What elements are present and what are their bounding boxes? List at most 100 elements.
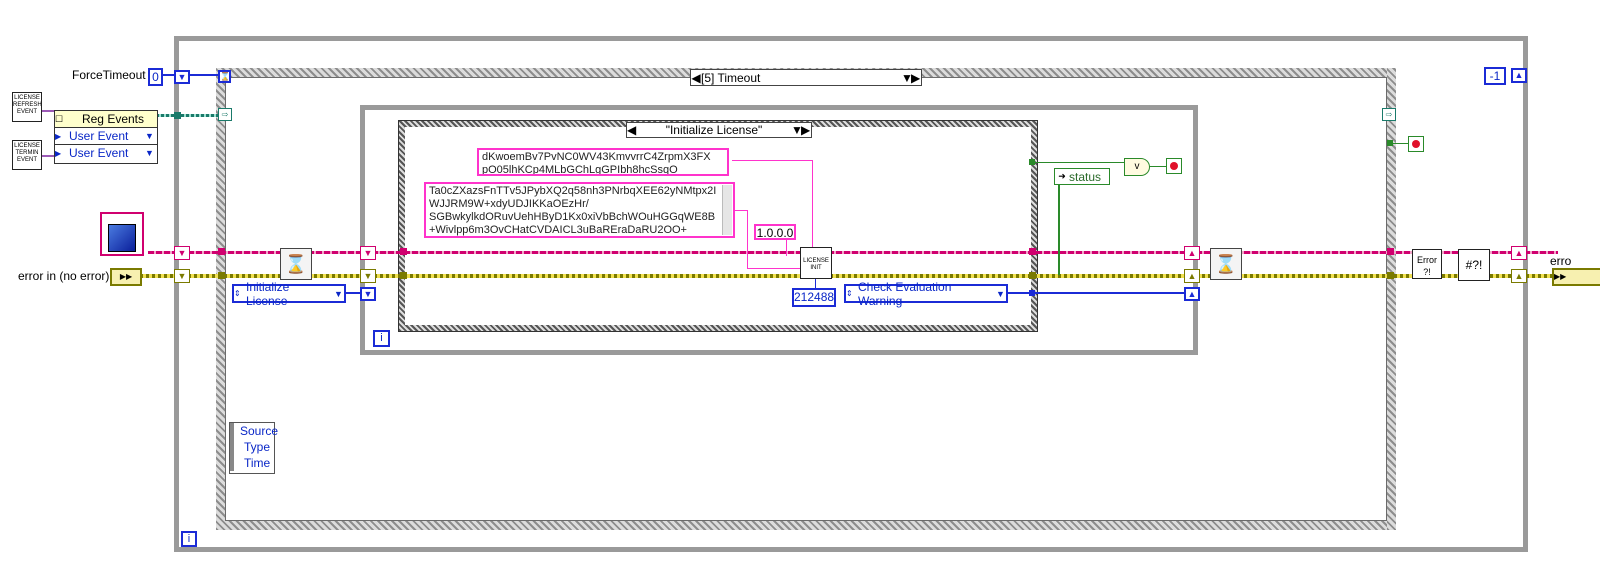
key-string-long-scrollbar[interactable] [722, 185, 732, 235]
force-timeout-label: ForceTimeout [72, 68, 146, 82]
inner-case-selector[interactable]: ◀ "Initialize License" ▼ ▶ [626, 122, 812, 138]
inner-shift-blue-left: ▼ [360, 287, 376, 301]
pink-wire-main [148, 251, 1558, 254]
error-out-indicator: ▶▶ [1552, 268, 1600, 286]
event-reg-terminal-left: ⇨ [218, 108, 232, 121]
stop-wire [1390, 143, 1408, 144]
event-case-selector[interactable]: ◀ [5] Timeout ▼ ▶ [690, 69, 922, 86]
license-init-subvi[interactable]: LICENSE INIT [800, 247, 832, 279]
minus-one-constant[interactable]: -1 [1484, 67, 1506, 85]
shift-register-error-left: ▼ [174, 269, 190, 283]
outer-stop-terminal [1408, 136, 1424, 152]
inner-shift-pink-right: ▲ [1184, 246, 1200, 260]
event-structure-hatch-bottom [216, 521, 1396, 530]
refnum-wire-2 [42, 155, 56, 157]
event-reg-terminal-right: ⇨ [1382, 108, 1396, 121]
key-string-long[interactable]: Ta0cZXazsFnTTv5JPybXQ2q58nh3PNrbqXEE62yN… [424, 182, 735, 238]
inner-loop-iteration-terminal: i [373, 330, 390, 347]
error-in-control[interactable]: ▶▶ [110, 268, 142, 286]
outer-loop-iteration-terminal: i [181, 531, 197, 547]
number-constant[interactable]: 212488 [792, 288, 836, 307]
queue-refnum-icon[interactable] [100, 212, 144, 256]
shift-register-blue-right: ▲ [1511, 68, 1527, 83]
inner-selector-next-icon[interactable]: ▶ [801, 123, 811, 137]
reg-events-row-1: User Event [69, 129, 129, 143]
event-data-node[interactable]: Source Type Time [229, 422, 278, 474]
inner-case-label: "Initialize License" [665, 123, 763, 137]
clear-error-subvi[interactable]: #?! [1458, 249, 1490, 281]
status-unbundle[interactable]: ➜ status [1054, 168, 1110, 185]
string-wire-2v [747, 210, 748, 268]
wait-node-right[interactable]: ⌛ [1210, 248, 1242, 280]
enum-wire-left [346, 292, 370, 294]
check-evaluation-warning-enum[interactable]: ⇕ Check Evaluation Warning ▼ [844, 280, 1008, 308]
tunnel-pink-4 [1387, 248, 1394, 255]
version-string[interactable]: 1.0.0.0 [754, 224, 796, 240]
tunnel-pink-3 [1029, 248, 1036, 255]
event-structure-hatch-left [216, 68, 225, 530]
error-in-label: error in (no error) [18, 269, 110, 283]
key-string-short[interactable]: dKwoemBv7PvNC0WV43KmvvrrC4ZrpmX3FX pO05l… [477, 148, 729, 176]
string-wire-2h [747, 268, 802, 269]
license-termin-event-refnum[interactable]: LICENSE TERMIN EVENT [12, 140, 42, 170]
initialize-license-enum[interactable]: ⇕ Initialize License ▼ [232, 280, 346, 308]
error-out-label: erro [1550, 254, 1572, 268]
force-timeout-terminal: ▼ [174, 70, 190, 84]
tunnel-error-1 [218, 272, 225, 279]
inner-shift-error-left: ▼ [360, 269, 376, 283]
check-eval-label: Check Evaluation Warning [858, 279, 952, 308]
selector-next-icon[interactable]: ▶ [911, 70, 921, 85]
inner-selector-prev-icon[interactable]: ◀ [627, 123, 637, 137]
status-label: status [1069, 169, 1102, 184]
error-wire-main [140, 274, 1552, 278]
tunnel-status [1029, 159, 1035, 165]
timeout-terminal-icon: ⌛ [218, 70, 231, 83]
event-data-type: Type [230, 439, 274, 455]
shift-register-error-right: ▲ [1511, 269, 1527, 283]
error-handler-subvi[interactable]: Error ?! [1412, 249, 1442, 279]
string-wire-2 [735, 210, 747, 211]
initialize-license-dropdown-icon[interactable]: ▼ [334, 288, 343, 299]
force-timeout-control[interactable]: 0 [148, 68, 163, 86]
event-case-label: [5] Timeout [701, 70, 761, 85]
reg-events-row-2-dropdown[interactable]: ▼ [145, 148, 154, 158]
reg-events-icon: ☐ [55, 113, 64, 124]
enum-arrows-icon-2: ⇕ [846, 289, 853, 298]
status-wire-v [1058, 175, 1060, 275]
version-wire [786, 240, 787, 256]
event-data-source: Source [230, 423, 278, 439]
reg-events-row-1-arrow: ▶ [55, 131, 62, 141]
force-timeout-wire [160, 74, 224, 76]
wait-node-left[interactable]: ⌛ [280, 248, 312, 280]
tunnel-pink-2 [400, 248, 407, 255]
tunnel-stop [1387, 140, 1393, 146]
tunnel-error-3 [1029, 272, 1036, 279]
reg-events-row-1-dropdown[interactable]: ▼ [145, 131, 154, 141]
string-wire-1 [732, 160, 812, 161]
string-wire-1v [812, 160, 813, 250]
status-wire-h [1032, 162, 1132, 163]
selector-prev-icon[interactable]: ◀ [691, 70, 701, 85]
inner-shift-error-right: ▲ [1184, 269, 1200, 283]
tunnel-blue-3 [1029, 290, 1035, 296]
tunnel-error-4 [1387, 272, 1394, 279]
unbundle-arrow-icon: ➜ [1058, 171, 1066, 181]
number-wire [815, 278, 816, 292]
enum-wire [1006, 292, 1190, 294]
reg-events-title: Reg Events [81, 112, 145, 126]
outer-while-loop [174, 36, 1528, 552]
selector-dropdown-icon[interactable]: ▼ [901, 70, 913, 85]
inner-shift-blue-right: ▲ [1184, 287, 1200, 301]
initialize-license-label: Initialize License [246, 279, 290, 308]
tunnel-error-2 [400, 272, 407, 279]
enum-arrows-icon: ⇕ [234, 289, 241, 298]
tunnel-teal [174, 112, 181, 119]
reg-events-node[interactable]: ☐ Reg Events ▶ User Event ▼ ▶ User Event… [54, 110, 158, 164]
check-eval-dropdown-icon[interactable]: ▼ [996, 288, 1005, 299]
refnum-wire-1 [42, 110, 56, 112]
or-function[interactable]: v [1124, 158, 1150, 176]
inner-while-loop [360, 105, 1198, 355]
reg-events-wire [156, 114, 226, 117]
inner-selector-dropdown-icon[interactable]: ▼ [791, 123, 803, 137]
license-refresh-event-refnum[interactable]: LICENSE REFRESH EVENT [12, 92, 42, 122]
